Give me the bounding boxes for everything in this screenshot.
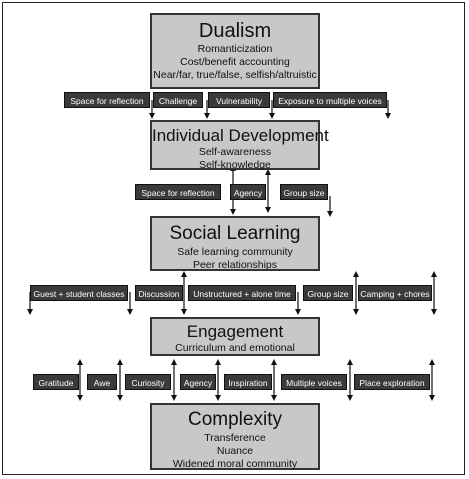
- tag-guest-student-classes: Guest + student classes: [30, 285, 128, 301]
- tag-camping-chores: Camping + chores: [358, 285, 432, 301]
- stage-individual-line-1: Self-awareness: [198, 146, 272, 158]
- tag-group-size-1: Group size: [280, 184, 328, 200]
- stage-dualism: Dualism Romanticization Cost/benefit acc…: [150, 13, 320, 89]
- stage-complexity-title: Complexity: [188, 409, 282, 430]
- stage-individual-development: Individual Development Self-awareness Se…: [150, 120, 329, 171]
- tag-space-for-reflection-1: Space for reflection: [64, 92, 150, 108]
- tag-group-size-2: Group size: [303, 285, 353, 301]
- stage-engagement-title: Engagement: [186, 322, 284, 341]
- diagram-frame: [2, 2, 465, 475]
- stage-social-line-1: Safe learning community: [177, 246, 293, 258]
- tag-multiple-voices: Multiple voices: [281, 374, 347, 390]
- tag-agency-2: Agency: [180, 374, 216, 390]
- stage-complexity-line-1: Transference: [204, 432, 266, 444]
- tag-place-exploration: Place exploration: [354, 374, 430, 390]
- stage-complexity-line-2: Nuance: [216, 445, 254, 457]
- tag-gratitude: Gratitude: [33, 374, 79, 390]
- tag-discussion: Discussion: [135, 285, 183, 301]
- stage-dualism-title: Dualism: [198, 20, 272, 42]
- stage-social-learning: Social Learning Safe learning community …: [150, 216, 320, 271]
- tag-awe: Awe: [87, 374, 117, 390]
- stage-complexity-line-3: Widened moral community: [172, 458, 298, 470]
- tag-exposure-to-multiple-voices: Exposure to multiple voices: [273, 92, 387, 108]
- tag-vulnerability: Vulnerability: [208, 92, 270, 108]
- tag-inspiration: Inspiration: [224, 374, 272, 390]
- stage-engagement: Engagement Curriculum and emotional: [150, 317, 320, 356]
- stage-individual-line-2: Self-knowledge: [199, 159, 271, 171]
- stage-social-title: Social Learning: [169, 223, 301, 244]
- tag-curiosity: Curiosity: [125, 374, 171, 390]
- stage-dualism-line-2: Cost/benefit accounting: [180, 56, 290, 68]
- stage-complexity: Complexity Transference Nuance Widened m…: [150, 403, 320, 470]
- stage-dualism-line-3: Near/far, true/false, selfish/altruistic: [153, 69, 317, 81]
- tag-space-for-reflection-2: Space for reflection: [135, 184, 221, 200]
- tag-unstructured-alone-time: Unstructured + alone time: [188, 285, 296, 301]
- tag-agency-1: Agency: [230, 184, 266, 200]
- stage-engagement-line-1: Curriculum and emotional: [175, 342, 295, 354]
- tag-challenge: Challenge: [153, 92, 203, 108]
- stage-individual-title: Individual Development: [152, 126, 329, 145]
- stage-dualism-line-1: Romanticization: [197, 43, 273, 55]
- stage-social-line-2: Peer relationships: [192, 259, 278, 271]
